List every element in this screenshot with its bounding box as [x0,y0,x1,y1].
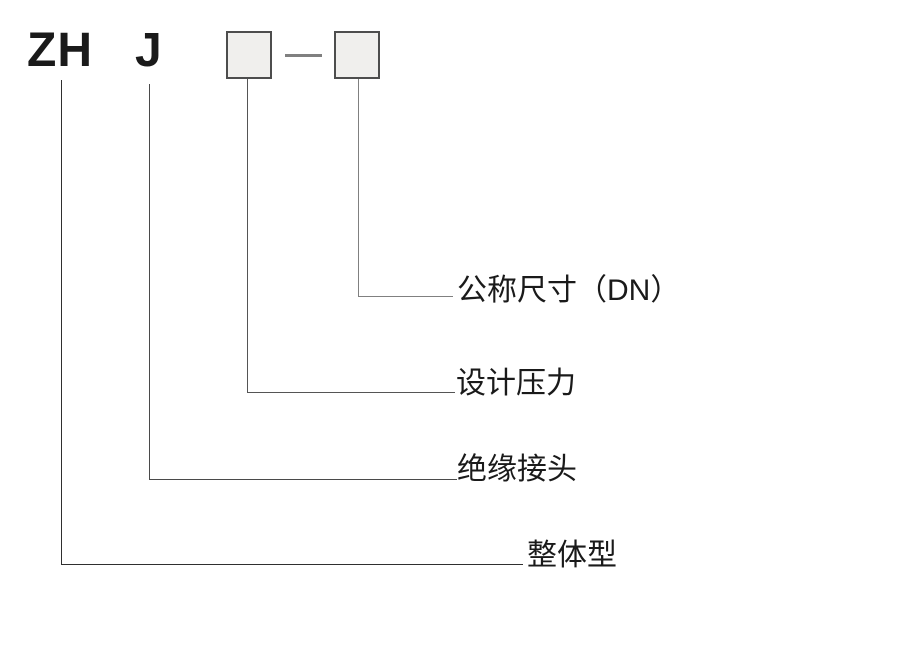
label-design-pressure: 设计压力 [456,367,576,400]
label-nominal-size: 公称尺寸（DN） [457,274,681,307]
label-insulating-joint: 绝缘接头 [457,453,577,486]
dash-separator [285,54,322,57]
leader-line-insulating-joint [149,84,457,480]
design-pressure-placeholder-box [226,31,272,79]
leader-line-integral-type [61,80,523,565]
model-code-type-letter: J [135,24,163,77]
leader-line-design-pressure [247,79,455,393]
model-code-prefix: ZH [27,24,93,77]
nominal-size-placeholder-box [334,31,380,79]
label-integral-type: 整体型 [527,539,617,572]
leader-line-nominal-size [358,79,453,297]
